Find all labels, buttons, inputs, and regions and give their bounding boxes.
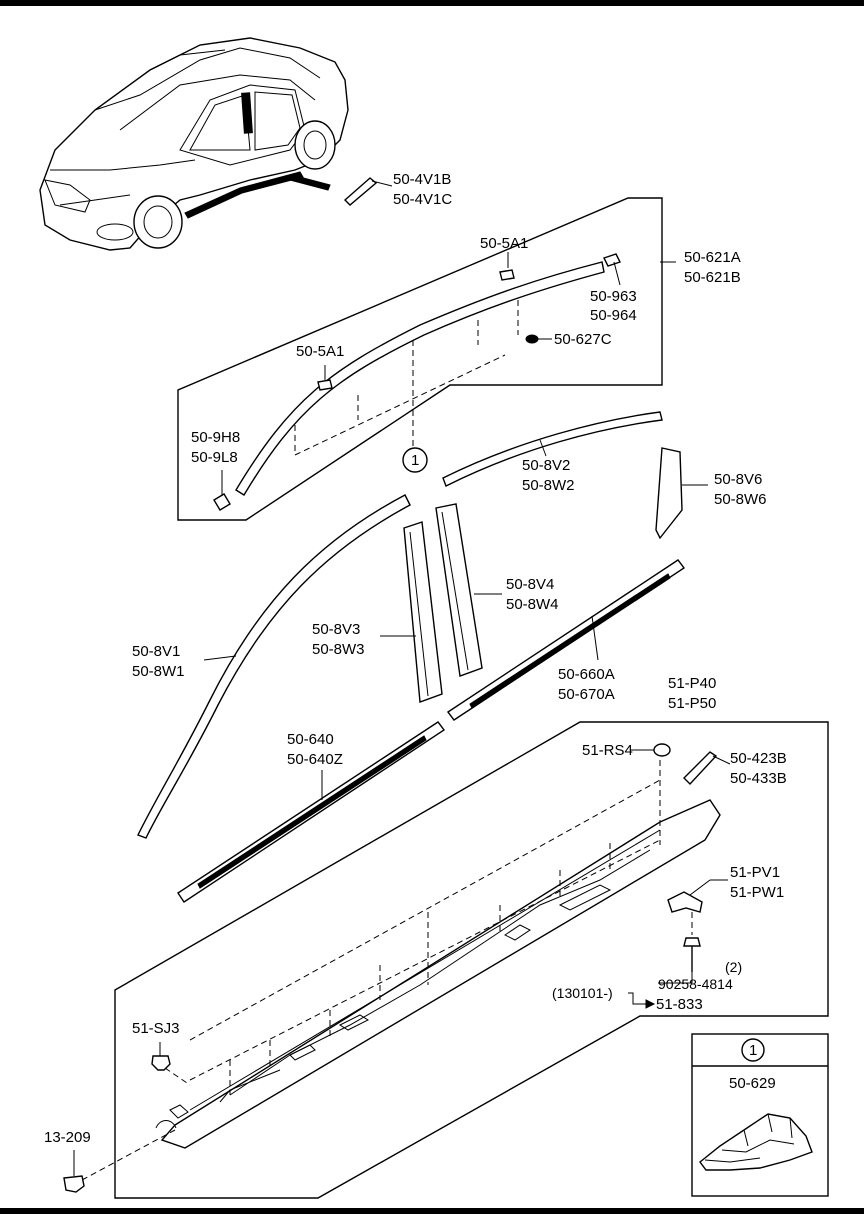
callout-51-P50: 51-P50 (668, 695, 716, 712)
callout-50-9L8: 50-9L8 (191, 449, 238, 466)
inset-part-label: 50-629 (729, 1075, 776, 1092)
callout-50-8V6: 50-8V6 (714, 471, 762, 488)
part-50-8V2 (442, 411, 663, 487)
callout-50-660A: 50-660A (558, 666, 615, 683)
callout-50-8W4: 50-8W4 (506, 596, 559, 613)
callout-qty-2: (2) (725, 959, 742, 975)
clip-50-5A1-left (317, 379, 333, 391)
callout-51-833: 51-833 (656, 996, 703, 1013)
callout-51-SJ3: 51-SJ3 (132, 1020, 180, 1037)
ref-marker-circle (402, 447, 428, 473)
upper-assembly-box (177, 197, 663, 521)
clip-50-9H8 (213, 493, 231, 511)
part-50-8V1 (137, 494, 411, 839)
inset-marker-label: 1 (749, 1042, 757, 1059)
part-50-629 (699, 1113, 813, 1171)
callout-50-8W3: 50-8W3 (312, 641, 365, 658)
callout-50-640Z: 50-640Z (287, 751, 343, 768)
callout-50-4V1C: 50-4V1C (393, 191, 452, 208)
callout-51-P40: 51-P40 (668, 675, 716, 692)
callout-13-209: 13-209 (44, 1129, 91, 1146)
callout-90258-4814: 90258-4814 (658, 976, 733, 992)
part-50-8V4 (435, 503, 483, 677)
clip-50-5A1-top (499, 269, 515, 281)
clip-50-963 (603, 253, 621, 267)
clip-51-SJ3 (151, 1055, 171, 1071)
inset-box: 1 50-629 (691, 1033, 829, 1197)
pad-50-627C (525, 334, 539, 344)
roof-molding (235, 261, 605, 496)
callout-51-PW1: 51-PW1 (730, 884, 784, 901)
callout-50-433B: 50-433B (730, 770, 787, 787)
part-50-8V3 (403, 521, 443, 703)
callout-50-964: 50-964 (590, 307, 637, 324)
callout-50-8V2: 50-8V2 (522, 457, 570, 474)
inset-marker-circle (741, 1038, 765, 1062)
callout-50-621A: 50-621A (684, 249, 741, 266)
part-side-sill-garnish (160, 799, 721, 1149)
screw-90258-4814 (683, 937, 701, 947)
part-50-423B (683, 751, 718, 786)
callout-50-5A1-left: 50-5A1 (296, 343, 344, 360)
callout-130101: (130101-) (552, 985, 613, 1001)
callout-50-8V3: 50-8V3 (312, 621, 360, 638)
callout-51-PV1: 51-PV1 (730, 864, 780, 881)
fastener-51-RS4 (653, 743, 671, 757)
top-border (0, 0, 864, 6)
callout-50-627C: 50-627C (554, 331, 612, 348)
bracket-51-PV1 (667, 891, 703, 913)
callout-50-5A1-top: 50-5A1 (480, 235, 528, 252)
clip-13-209 (63, 1175, 85, 1193)
ref-marker-label: 1 (411, 452, 419, 469)
bottom-border (0, 1208, 864, 1214)
callout-50-8V1: 50-8V1 (132, 643, 180, 660)
callout-50-8W1: 50-8W1 (132, 663, 185, 680)
callout-50-963: 50-963 (590, 288, 637, 305)
callout-50-8W2: 50-8W2 (522, 477, 575, 494)
callout-50-621B: 50-621B (684, 269, 741, 286)
lower-assembly-box (114, 721, 829, 1199)
callout-50-4V1B: 50-4V1B (393, 171, 451, 188)
part-50-4V1B (343, 177, 378, 206)
car-illustration (39, 37, 349, 251)
callout-50-640: 50-640 (287, 731, 334, 748)
callout-50-8W6: 50-8W6 (714, 491, 767, 508)
callout-50-9H8: 50-9H8 (191, 429, 240, 446)
part-50-8V6 (655, 447, 683, 540)
callout-50-8V4: 50-8V4 (506, 576, 554, 593)
callout-50-670A: 50-670A (558, 686, 615, 703)
callout-51-RS4: 51-RS4 (582, 742, 633, 759)
callout-50-423B: 50-423B (730, 750, 787, 767)
